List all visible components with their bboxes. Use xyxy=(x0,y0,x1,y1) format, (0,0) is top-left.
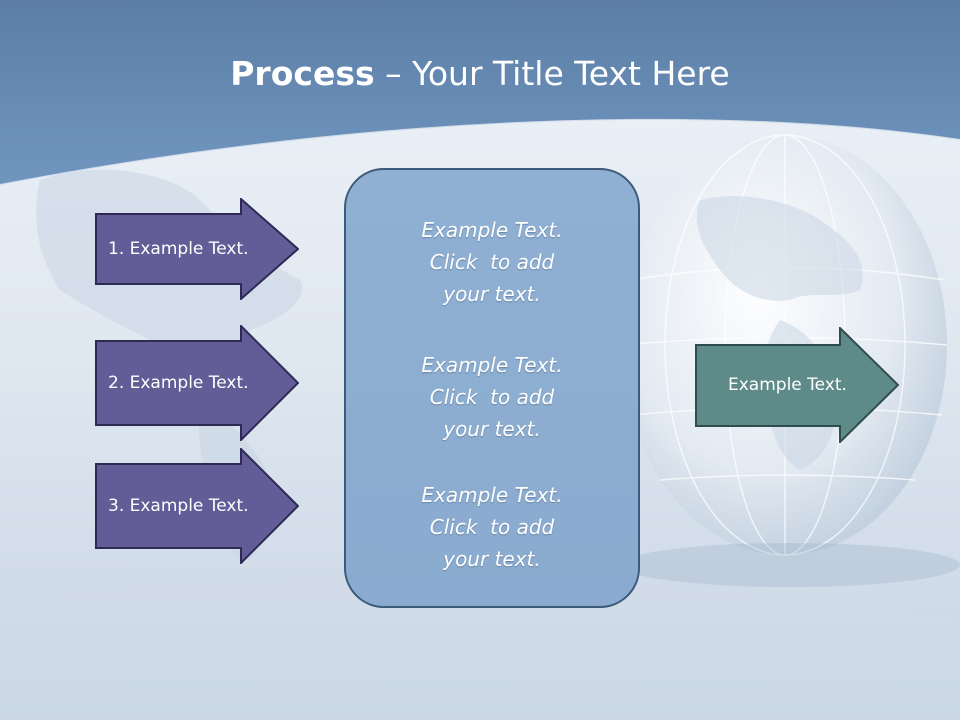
right-arrow-label: Example Text. xyxy=(728,375,847,395)
center-block-3-line-1: Example Text. xyxy=(421,483,563,507)
slide-title[interactable]: Process – Your Title Text Here xyxy=(0,52,960,96)
right-arrow[interactable]: Example Text. xyxy=(695,327,899,443)
left-arrow-3[interactable]: 3. Example Text. xyxy=(95,448,299,564)
center-block-2-line-1: Example Text. xyxy=(421,353,563,377)
center-text-block-3[interactable]: Example Text. Click to add your text. xyxy=(346,479,638,575)
center-block-2-line-2: Click to add xyxy=(429,385,555,409)
title-bold-text: Process xyxy=(230,54,375,93)
center-block-1-line-2: Click to add xyxy=(429,250,555,274)
center-block-1-line-3: your text. xyxy=(443,282,541,306)
left-arrow-2-label: 2. Example Text. xyxy=(108,373,249,393)
left-arrow-2[interactable]: 2. Example Text. xyxy=(95,325,299,441)
center-block-3-line-3: your text. xyxy=(443,547,541,571)
center-text-block-1[interactable]: Example Text. Click to add your text. xyxy=(346,214,638,310)
title-rest-text: – Your Title Text Here xyxy=(374,54,730,93)
left-arrow-3-label: 3. Example Text. xyxy=(108,496,249,516)
center-block-2-line-3: your text. xyxy=(443,417,541,441)
center-block-3-line-2: Click to add xyxy=(429,515,555,539)
center-block-1-line-1: Example Text. xyxy=(421,218,563,242)
left-arrow-1-label: 1. Example Text. xyxy=(108,239,249,259)
left-arrow-1[interactable]: 1. Example Text. xyxy=(95,198,299,300)
center-text-box[interactable]: Example Text. Click to add your text. Ex… xyxy=(344,168,640,608)
center-text-block-2[interactable]: Example Text. Click to add your text. xyxy=(346,349,638,445)
